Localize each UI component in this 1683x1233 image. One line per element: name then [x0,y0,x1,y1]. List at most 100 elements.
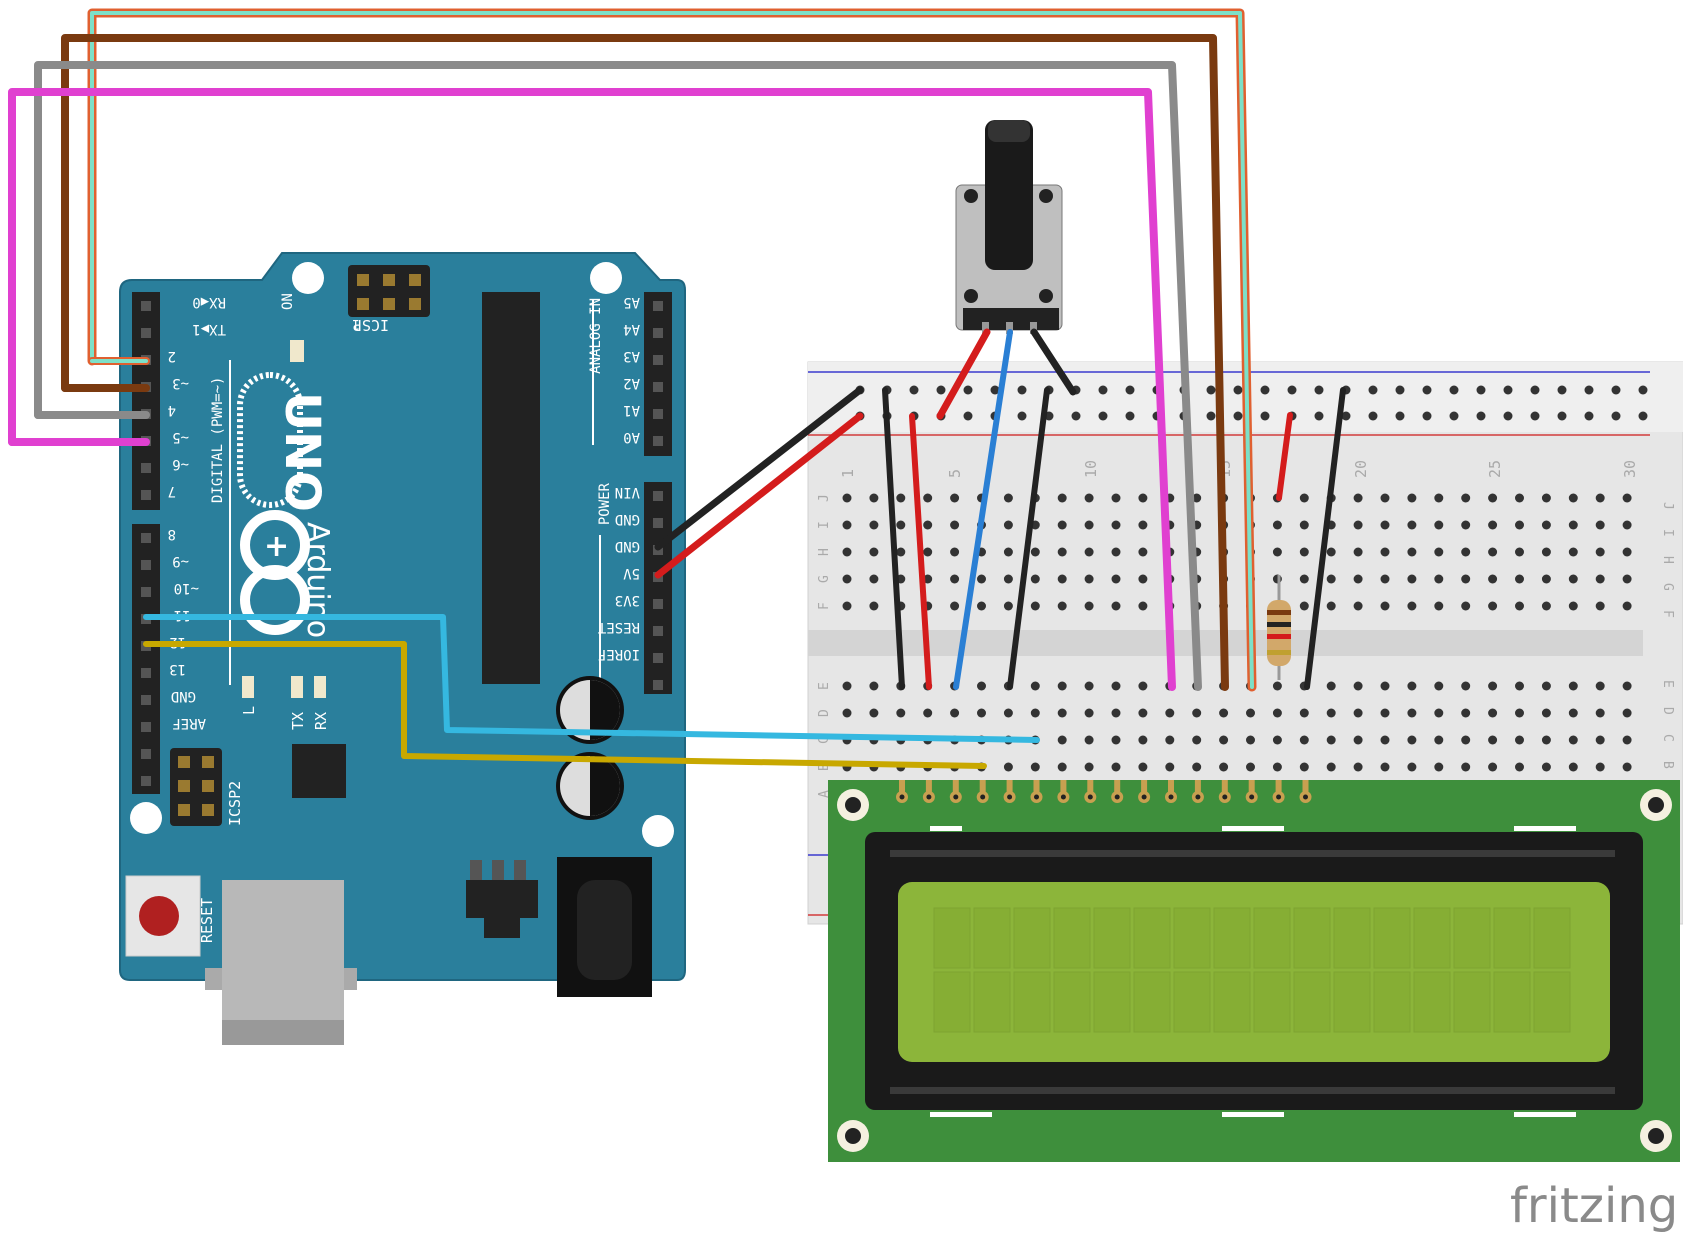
breadboard-hole[interactable] [1299,574,1309,584]
header-pin[interactable] [141,560,151,570]
breadboard-hole[interactable] [1488,520,1498,530]
breadboard-hole[interactable] [1299,735,1309,745]
breadboard-hole[interactable] [842,708,852,718]
breadboard-hole[interactable] [1407,762,1417,772]
rail-hole[interactable] [1557,385,1567,395]
breadboard-hole[interactable] [1515,547,1524,557]
breadboard-hole[interactable] [869,708,879,718]
breadboard-hole[interactable] [1622,735,1632,745]
breadboard-hole[interactable] [1057,601,1067,611]
rail-hole[interactable] [1503,411,1513,421]
breadboard-hole[interactable] [1380,520,1390,530]
breadboard-hole[interactable] [1380,708,1390,718]
breadboard-hole[interactable] [1380,735,1390,745]
rail-hole[interactable] [1530,411,1540,421]
breadboard-hole[interactable] [1488,574,1498,584]
breadboard-hole[interactable] [923,547,933,557]
breadboard-hole[interactable] [1461,520,1471,530]
breadboard-hole[interactable] [1084,681,1094,691]
rail-hole[interactable] [909,385,919,395]
header-pin[interactable] [653,599,663,609]
breadboard-hole[interactable] [842,601,852,611]
breadboard-hole[interactable] [1568,520,1578,530]
breadboard-hole[interactable] [1434,735,1444,745]
breadboard-hole[interactable] [1568,493,1578,503]
breadboard-hole[interactable] [1380,547,1390,557]
breadboard-hole[interactable] [1326,574,1336,584]
breadboard-hole[interactable] [869,493,879,503]
breadboard-hole[interactable] [1111,520,1121,530]
breadboard-hole[interactable] [1272,574,1282,584]
breadboard-hole[interactable] [977,601,986,611]
breadboard-hole[interactable] [1138,547,1148,557]
breadboard-hole[interactable] [1219,735,1229,745]
rail-hole[interactable] [1476,385,1486,395]
breadboard-hole[interactable] [1515,762,1524,772]
breadboard-hole[interactable] [1030,762,1040,772]
breadboard-hole[interactable] [1165,762,1175,772]
rail-hole[interactable] [1422,385,1432,395]
rail-hole[interactable] [1368,411,1378,421]
rail-hole[interactable] [1125,411,1135,421]
breadboard-hole[interactable] [1084,520,1094,530]
breadboard-hole[interactable] [1138,762,1148,772]
breadboard-hole[interactable] [1057,547,1067,557]
breadboard-hole[interactable] [1192,493,1202,503]
breadboard-hole[interactable] [1434,520,1444,530]
breadboard-hole[interactable] [1515,735,1524,745]
breadboard-hole[interactable] [1380,601,1390,611]
breadboard-hole[interactable] [842,574,852,584]
breadboard-hole[interactable] [1003,574,1013,584]
rail-hole[interactable] [1395,385,1405,395]
rail-hole[interactable] [1584,385,1594,395]
breadboard-hole[interactable] [1568,601,1578,611]
breadboard-hole[interactable] [1111,493,1121,503]
breadboard-hole[interactable] [1138,735,1148,745]
breadboard-hole[interactable] [1057,708,1067,718]
breadboard-hole[interactable] [1461,493,1471,503]
breadboard-hole[interactable] [1541,708,1551,718]
breadboard-hole[interactable] [1084,735,1094,745]
breadboard-hole[interactable] [1595,681,1605,691]
breadboard-hole[interactable] [950,708,960,718]
breadboard-hole[interactable] [1541,520,1551,530]
header-pin[interactable] [653,653,663,663]
breadboard-hole[interactable] [1407,493,1417,503]
rail-hole[interactable] [1017,411,1027,421]
breadboard-hole[interactable] [1111,574,1121,584]
breadboard-hole[interactable] [1568,762,1578,772]
breadboard-hole[interactable] [1515,493,1524,503]
rail-hole[interactable] [1206,411,1216,421]
breadboard-hole[interactable] [1111,735,1121,745]
breadboard-hole[interactable] [1434,574,1444,584]
breadboard-hole[interactable] [1084,547,1094,557]
rail-hole[interactable] [1611,411,1621,421]
rail-hole[interactable] [963,411,973,421]
breadboard-hole[interactable] [1541,574,1551,584]
breadboard-hole[interactable] [977,574,986,584]
header-pin[interactable] [653,680,663,690]
breadboard-hole[interactable] [1299,547,1309,557]
breadboard-hole[interactable] [1380,574,1390,584]
breadboard-hole[interactable] [1353,601,1363,611]
rail-hole[interactable] [1638,385,1648,395]
rail-hole[interactable] [1422,411,1432,421]
breadboard-hole[interactable] [1353,547,1363,557]
breadboard-hole[interactable] [1595,601,1605,611]
breadboard-hole[interactable] [1084,574,1094,584]
breadboard-hole[interactable] [1353,493,1363,503]
header-pin[interactable] [653,355,663,365]
breadboard-hole[interactable] [1622,574,1632,584]
breadboard-hole[interactable] [1326,547,1336,557]
breadboard-hole[interactable] [1272,520,1282,530]
rail-hole[interactable] [1449,385,1459,395]
breadboard-hole[interactable] [1003,708,1013,718]
breadboard-hole[interactable] [1568,681,1578,691]
header-pin[interactable] [141,776,151,786]
breadboard-hole[interactable] [1488,735,1498,745]
rail-hole[interactable] [963,385,973,395]
breadboard-hole[interactable] [1568,708,1578,718]
rail-hole[interactable] [1206,385,1216,395]
rail-hole[interactable] [1098,385,1108,395]
breadboard-hole[interactable] [1326,762,1336,772]
